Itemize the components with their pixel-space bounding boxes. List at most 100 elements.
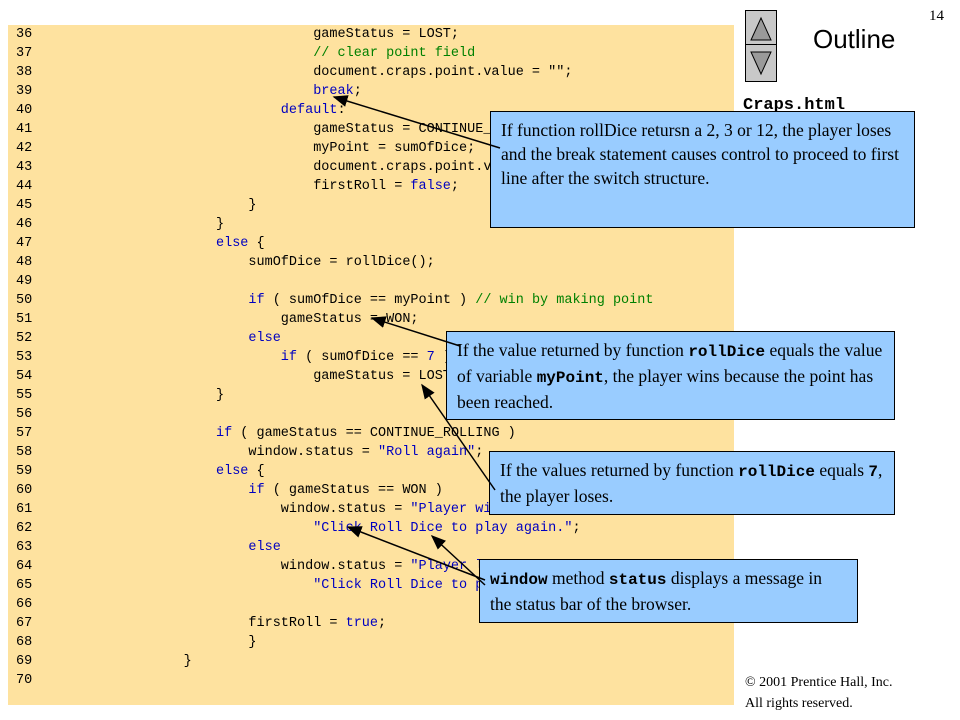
arrow-break	[332, 95, 501, 149]
code-line: 42 myPoint = sumOfDice;	[8, 139, 734, 158]
arrow-status-1	[346, 526, 486, 581]
code-text: }	[216, 386, 224, 405]
code-keyword: true	[345, 616, 379, 631]
code-token: }	[216, 388, 225, 403]
line-number: 54	[16, 369, 33, 384]
line-number: 66	[16, 597, 33, 612]
code-comment: // win by making point	[475, 293, 654, 308]
code-token: }	[216, 217, 225, 232]
line-number: 69	[16, 654, 33, 669]
code-line: 46}	[8, 215, 734, 234]
line-number: 63	[16, 540, 33, 555]
triangle-down-icon	[750, 51, 772, 76]
callout-win-code-1: rollDice	[688, 343, 766, 361]
line-number: 67	[16, 616, 33, 631]
code-keyword: default	[280, 103, 338, 118]
code-keyword: if	[216, 426, 233, 441]
code-text: }	[216, 215, 224, 234]
code-token: window.status =	[280, 559, 411, 574]
code-keyword: else	[248, 331, 281, 346]
code-token: ;	[475, 445, 484, 460]
copyright-line-1: © 2001 Prentice Hall, Inc.	[745, 675, 893, 690]
code-text: document.craps.point.value = "";	[313, 63, 572, 82]
line-number: 36	[16, 27, 33, 42]
code-token: :	[337, 103, 346, 118]
line-number: 43	[16, 160, 33, 175]
arrow-status-2	[430, 534, 486, 586]
callout-win-text-1: If the value returned by function	[457, 340, 689, 360]
code-keyword: if	[280, 350, 297, 365]
code-text: firstRoll = false;	[313, 177, 459, 196]
code-keyword: "Click Roll Dice to play again."	[313, 521, 573, 536]
code-line: 69}	[8, 652, 734, 671]
callout-lose-code-1: rollDice	[738, 463, 815, 481]
code-line: 57 if ( gameStatus == CONTINUE_ROLLING )	[8, 424, 734, 443]
callout-break-text: If function rollDice retursn a 2, 3 or 1…	[501, 120, 899, 188]
previous-slide-button[interactable]	[745, 10, 777, 48]
line-number: 38	[16, 65, 33, 80]
line-number: 37	[16, 46, 33, 61]
arrow-lose	[421, 383, 496, 491]
line-number: 64	[16, 559, 33, 574]
arrow-win	[370, 316, 461, 347]
line-number: 58	[16, 445, 33, 460]
code-line: 56	[8, 405, 734, 424]
line-number: 55	[16, 388, 33, 403]
callout-lose-text-3: , the player loses.	[500, 460, 883, 506]
copyright: © 2001 Prentice Hall, Inc. All rights re…	[745, 672, 893, 714]
line-number: 46	[16, 217, 33, 232]
line-number: 42	[16, 141, 33, 156]
code-token: gameStatus = LOST;	[313, 27, 460, 42]
code-text: // clear point field	[313, 44, 475, 63]
copyright-line-2: All rights reserved.	[745, 696, 853, 711]
callout-win-code-2: myPoint	[536, 369, 604, 387]
code-line: 66	[8, 595, 734, 614]
code-token: ;	[353, 84, 362, 99]
code-keyword: else	[248, 540, 281, 555]
code-text: }	[248, 633, 256, 652]
line-number: 62	[16, 521, 33, 536]
code-text: }	[184, 652, 192, 671]
code-text: else	[248, 538, 280, 557]
code-text: else {	[216, 234, 265, 253]
line-number: 44	[16, 179, 33, 194]
code-comment: // clear point field	[313, 46, 476, 61]
next-slide-button[interactable]	[745, 44, 777, 82]
line-number: 41	[16, 122, 33, 137]
code-token: sumOfDice = rollDice();	[248, 255, 435, 270]
code-text: "Click Roll Dice to play again.";	[313, 519, 580, 538]
code-token: ;	[572, 521, 581, 536]
line-number: 61	[16, 502, 33, 517]
code-text: sumOfDice = rollDice();	[248, 253, 434, 272]
code-token: {	[248, 236, 265, 251]
code-text: default:	[281, 101, 346, 120]
callout-status-code-2: status	[608, 571, 667, 589]
code-token: }	[248, 198, 257, 213]
line-number: 49	[16, 274, 33, 289]
triangle-up-icon	[750, 16, 772, 41]
line-number: 70	[16, 673, 33, 688]
code-keyword: "Roll again"	[378, 445, 476, 460]
callout-win: If the value returned by function rollDi…	[446, 331, 895, 420]
callout-lose: If the values returned by function rollD…	[489, 451, 895, 515]
line-number: 57	[16, 426, 33, 441]
code-token: ;	[378, 616, 387, 631]
code-text: else	[248, 329, 280, 348]
line-number: 39	[16, 84, 33, 99]
code-token: ;	[450, 179, 460, 194]
code-text: }	[248, 196, 256, 215]
code-token: firstRoll =	[248, 616, 346, 631]
code-line: 68}	[8, 633, 734, 652]
code-token: myPoint = sumOfDice;	[313, 141, 476, 156]
code-keyword: 7	[426, 350, 435, 365]
code-text: if ( sumOfDice == myPoint ) // win by ma…	[248, 291, 653, 310]
code-text: if ( gameStatus == CONTINUE_ROLLING )	[216, 424, 516, 443]
line-number: 45	[16, 198, 33, 213]
